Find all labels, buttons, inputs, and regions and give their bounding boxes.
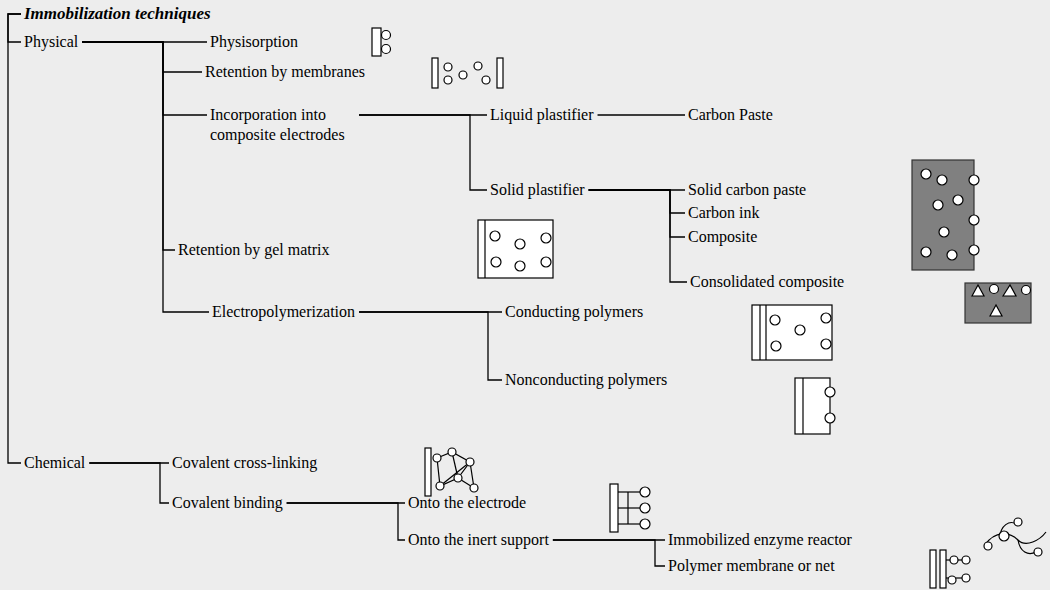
composite-icon (912, 160, 979, 270)
tree-connector (8, 14, 21, 463)
item-label: Physical (24, 32, 78, 52)
tree-item: Physisorption (210, 32, 298, 52)
cross-linking-icon (425, 448, 478, 496)
tree-connector (82, 42, 175, 250)
tree-item: Carbon Paste (688, 105, 773, 125)
item-label: Polymer membrane or net (668, 556, 835, 576)
tree-item: Electropolymerization (212, 302, 355, 322)
tree-item: Polymer membrane or net (668, 556, 835, 576)
tree-item: Composite (688, 227, 757, 247)
tree-connector (589, 190, 687, 282)
tree-item: Retention by membranes (205, 62, 365, 82)
item-label: Liquid plastifier (490, 105, 594, 125)
item-label: Conducting polymers (505, 302, 643, 322)
tree-item: Liquid plastifier (490, 105, 594, 125)
item-label: Composite (688, 227, 757, 247)
tree-root: Immobilization techniques (24, 4, 211, 24)
item-label: Solid plastifier (490, 180, 585, 200)
item-label: Onto the electrode (408, 493, 526, 513)
tree-item: Nonconducting polymers (505, 370, 667, 390)
item-label: Carbon Paste (688, 105, 773, 125)
item-label: Immobilized enzyme reactor (668, 530, 852, 550)
tree-item: Onto the inert support (408, 530, 549, 550)
polymer-net-icon (930, 550, 970, 588)
tree-item: Carbon ink (688, 203, 760, 223)
tree-item: Solid plastifier (490, 180, 585, 200)
tree-item: Covalent cross-linking (172, 453, 317, 473)
consolidated-composite-icon (965, 283, 1031, 323)
tree-connector (359, 312, 502, 380)
item-label: Onto the inert support (408, 530, 549, 550)
tree-item: Incorporation into composite electrodes (210, 105, 355, 145)
item-label: Retention by gel matrix (178, 240, 330, 260)
item-label: Covalent binding (172, 493, 283, 513)
item-label: Solid carbon paste (688, 180, 806, 200)
item-label: Incorporation into composite electrodes (210, 105, 355, 145)
tree-item: Onto the electrode (408, 493, 526, 513)
conducting-polymer-icon (752, 305, 832, 360)
tree-item: Retention by gel matrix (178, 240, 330, 260)
tree-connector (82, 42, 207, 115)
tree-connector (8, 14, 21, 42)
nonconducting-polymer-icon (795, 378, 835, 434)
tree-item: Covalent binding (172, 493, 283, 513)
tree-connector (89, 463, 169, 503)
item-label: Nonconducting polymers (505, 370, 667, 390)
item-label: Retention by membranes (205, 62, 365, 82)
tree-connector (287, 503, 405, 540)
tree-connector (82, 42, 209, 312)
covalent-electrode-icon (610, 484, 650, 532)
gel-matrix-icon (478, 220, 553, 278)
tree-connector (359, 115, 487, 190)
tree-connector (598, 114, 685, 115)
item-label: Physisorption (210, 32, 298, 52)
tree-item: Consolidated composite (690, 272, 844, 292)
enzyme-reactor-icon (984, 518, 1046, 556)
tree-item: Solid carbon paste (688, 180, 806, 200)
tree-connector (553, 540, 665, 566)
item-label: Electropolymerization (212, 302, 355, 322)
tree-item: Chemical (24, 453, 85, 473)
tree-connector (82, 42, 202, 72)
item-label: Carbon ink (688, 203, 760, 223)
item-label: Covalent cross-linking (172, 453, 317, 473)
membrane-icon (432, 58, 503, 88)
tree-item: Immobilized enzyme reactor (668, 530, 852, 550)
tree-item: Physical (24, 32, 78, 52)
item-label: Chemical (24, 453, 85, 473)
item-label: Consolidated composite (690, 272, 844, 292)
tree-item: Conducting polymers (505, 302, 643, 322)
item-label: Immobilization techniques (24, 4, 211, 24)
physisorption-icon (372, 28, 391, 56)
